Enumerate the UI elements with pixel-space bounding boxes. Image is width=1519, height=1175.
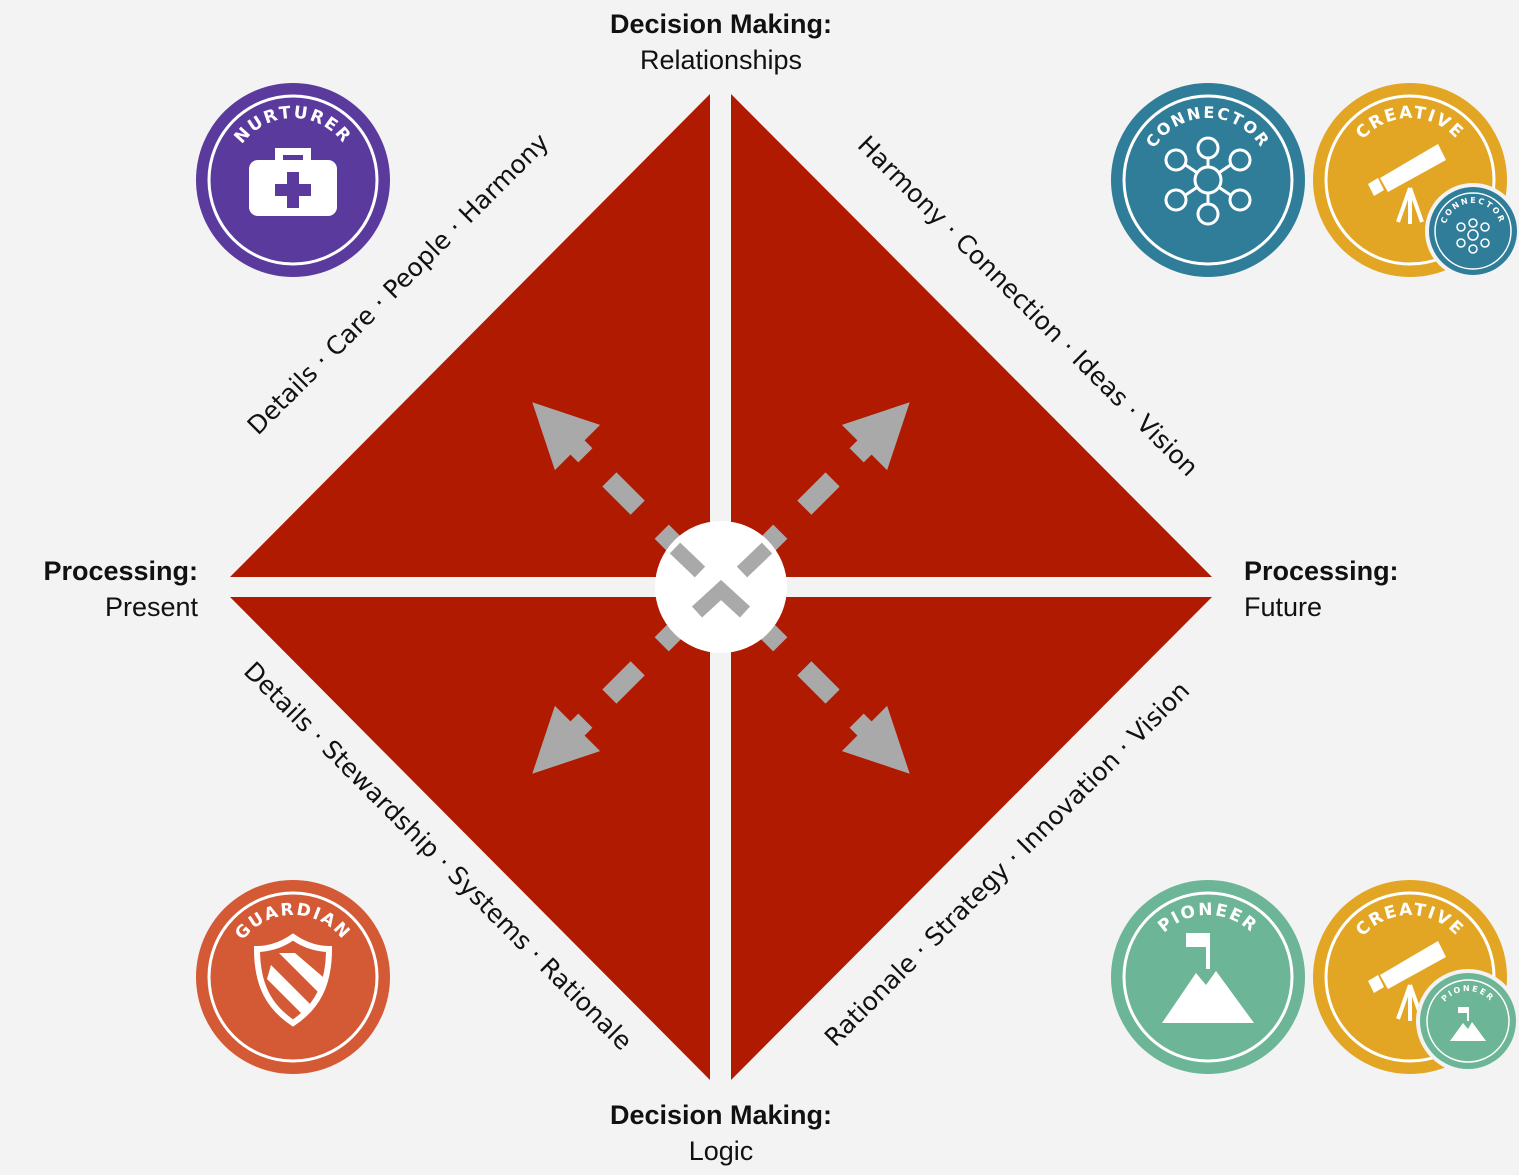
arrow-bottom-left [532,608,698,774]
mini-mountain-icon [1450,1007,1486,1041]
first-aid-kit-icon [249,148,337,216]
axis-label-top: Decision Making: Relationships [590,6,852,78]
pioneer-badge: PIONEER [1111,880,1305,1074]
mountain-flag-icon [1162,933,1254,1023]
axis-right-value: Future [1244,592,1323,622]
mini-connector-badge: CONNECTOR [1425,183,1519,279]
telescope-icon [1368,144,1446,224]
axis-label-left: Processing: Present [0,553,198,625]
axis-bottom-title: Decision Making: [609,1100,833,1130]
axis-top-title: Decision Making: [609,9,833,39]
shield-icon [253,933,333,1027]
axis-right-title: Processing: [1244,556,1399,586]
arrow-bottom-right [744,608,910,774]
mini-network-icon [1456,218,1490,254]
axis-left-title: Processing: [43,556,198,586]
axis-left-value: Present [104,592,198,622]
telescope-icon [1368,941,1446,1021]
arrow-top-left [532,402,698,568]
creative-pioneer-badge: CREATIVE PIONEER [1313,880,1519,1074]
axis-top-value: Relationships [639,45,803,75]
mini-pioneer-badge: PIONEER [1416,969,1519,1073]
creative-connector-badge: CREATIVE CONNECTOR [1313,83,1519,279]
center-arrows-icon [669,542,773,618]
nurturer-badge: NURTURER [196,83,390,277]
connector-badge: CONNECTOR [1111,83,1305,277]
axis-bottom-value: Logic [688,1136,754,1166]
arrow-top-right [744,402,910,568]
axis-label-right: Processing: Future [1244,553,1464,625]
guardian-badge: GUARDIAN [196,880,390,1074]
network-people-icon [1164,136,1252,226]
axis-label-bottom: Decision Making: Logic [590,1097,852,1169]
